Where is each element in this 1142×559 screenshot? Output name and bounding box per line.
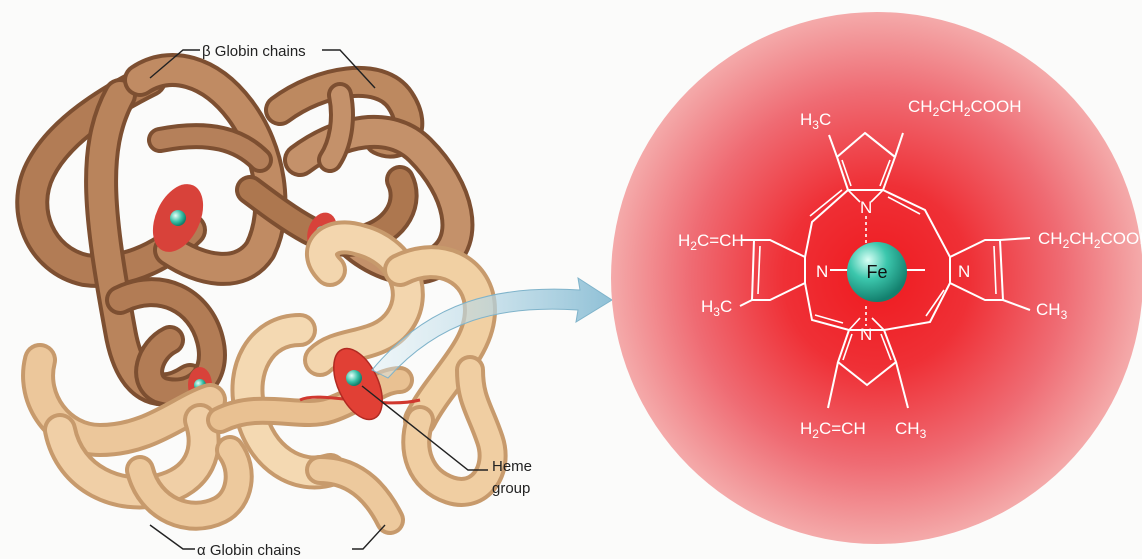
nitrogen-top: N [860, 198, 872, 217]
beta-chains-text: β Globin chains [202, 43, 306, 60]
hemoglobin-molecule [32, 70, 492, 520]
heme-label-line1: Heme [492, 458, 532, 475]
nitrogen-right: N [958, 262, 970, 281]
iron-atom: Fe [847, 242, 907, 302]
nitrogen-bottom: N [860, 325, 872, 344]
vinyl-bottom: H2C=CH [800, 419, 866, 441]
alpha-chains-text: α Globin chains [197, 542, 301, 559]
heme-structure: N N N N Fe H3C CH2CH2COOH H2C=CH H3C CH2… [611, 12, 1142, 544]
iron-label: Fe [866, 262, 887, 282]
beta-chains-label: β Globin chains [202, 43, 306, 60]
nitrogen-left: N [816, 262, 828, 281]
heme-label-line2: group [492, 480, 530, 497]
alpha-chains-label: α Globin chains [197, 542, 301, 559]
propionate-right: CH2CH2COOH [1038, 229, 1142, 251]
vinyl-left: H2C=CH [678, 231, 744, 253]
